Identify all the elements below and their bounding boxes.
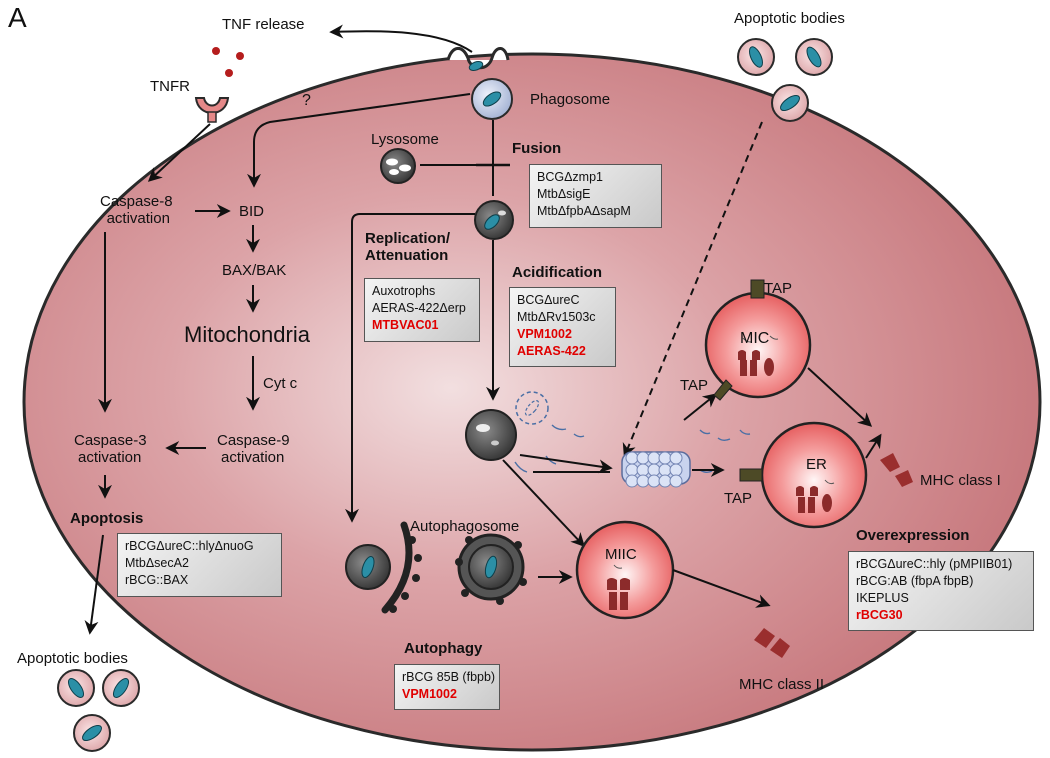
mhc-class-i-label: MHC class I — [920, 472, 1001, 489]
mhc-class-ii-label: MHC class II — [739, 676, 825, 693]
bid-label: BID — [239, 203, 265, 220]
lysosome-label: Lysosome — [371, 131, 439, 148]
apoptotic-bodies-bottom — [57, 669, 140, 752]
replication-strains-box: Auxotrophs AERAS-422Δerp MTBVAC01 — [364, 278, 480, 342]
cyt-c-label: Cyt c — [263, 375, 298, 392]
mhc-class-i-icon — [880, 453, 913, 487]
lysosome — [380, 148, 416, 184]
er-label: ER — [806, 456, 827, 473]
acidified-vacuole — [465, 409, 517, 461]
autophagy-label: Autophagy — [404, 640, 483, 657]
tnf-dot — [236, 52, 244, 60]
fusion-label: Fusion — [512, 140, 562, 157]
autophagy-strains-box: rBCG 85B (fbpb) VPM1002 — [394, 664, 500, 710]
tnf-dot — [212, 47, 220, 55]
apoptosis-label: Apoptosis — [70, 510, 144, 527]
acidification-strains-box: BCGΔureC MtbΔRv1503c VPM1002 AERAS-422 — [509, 287, 616, 367]
tnf-dot — [225, 69, 233, 77]
question-label: ? — [302, 92, 311, 109]
apoptotic-bodies-top — [737, 38, 833, 122]
tap-mid-label: TAP — [680, 377, 709, 394]
phagosome-label: Phagosome — [530, 91, 611, 108]
mic-organelle — [704, 279, 812, 401]
apoptotic-bodies-top-label: Apoptotic bodies — [734, 10, 845, 27]
apoptosis-strains-box: rBCGΔureC::hlyΔnuoG MtbΔsecA2 rBCG::BAX — [117, 533, 282, 597]
caspase3-label: Caspase-3 activation — [74, 432, 147, 467]
proteasome — [621, 451, 691, 488]
autophagosome — [455, 533, 527, 605]
autophagosome-label: Autophagosome — [410, 518, 520, 535]
apoptotic-bodies-bottom-label: Apoptotic bodies — [17, 650, 128, 667]
mic-label: MIC — [740, 330, 770, 347]
overexpression-strains-box: rBCGΔureC::hly (pMPIIB01) rBCG:AB (fbpA … — [848, 551, 1034, 631]
fusion-strains-box: BCGΔzmp1 MtbΔsigE MtbΔfpbAΔsapM — [529, 164, 662, 228]
panel-label: A — [8, 2, 27, 33]
tnf-release-label: TNF release — [222, 16, 305, 33]
tnfr-label: TNFR — [150, 78, 190, 95]
acidification-label: Acidification — [512, 264, 603, 281]
mhc-class-ii-icon — [754, 628, 790, 658]
mitochondria-label: Mitochondria — [184, 322, 310, 347]
er-organelle — [739, 421, 868, 529]
caspase8-label: Caspase-8 activation — [100, 193, 173, 228]
replication-label: Replication/ Attenuation — [365, 230, 451, 265]
autophagy-phagophore — [345, 521, 422, 614]
tap-bottom-label: TAP — [724, 490, 753, 507]
tnfr-receptor — [194, 97, 230, 114]
tap-top-label: TAP — [764, 280, 793, 297]
miic-label: MIIC — [605, 546, 637, 563]
overexpression-label: Overexpression — [856, 527, 970, 544]
miic-organelle — [575, 520, 675, 620]
bax-bak-label: BAX/BAK — [222, 262, 287, 279]
caspase9-label: Caspase-9 activation — [217, 432, 290, 467]
